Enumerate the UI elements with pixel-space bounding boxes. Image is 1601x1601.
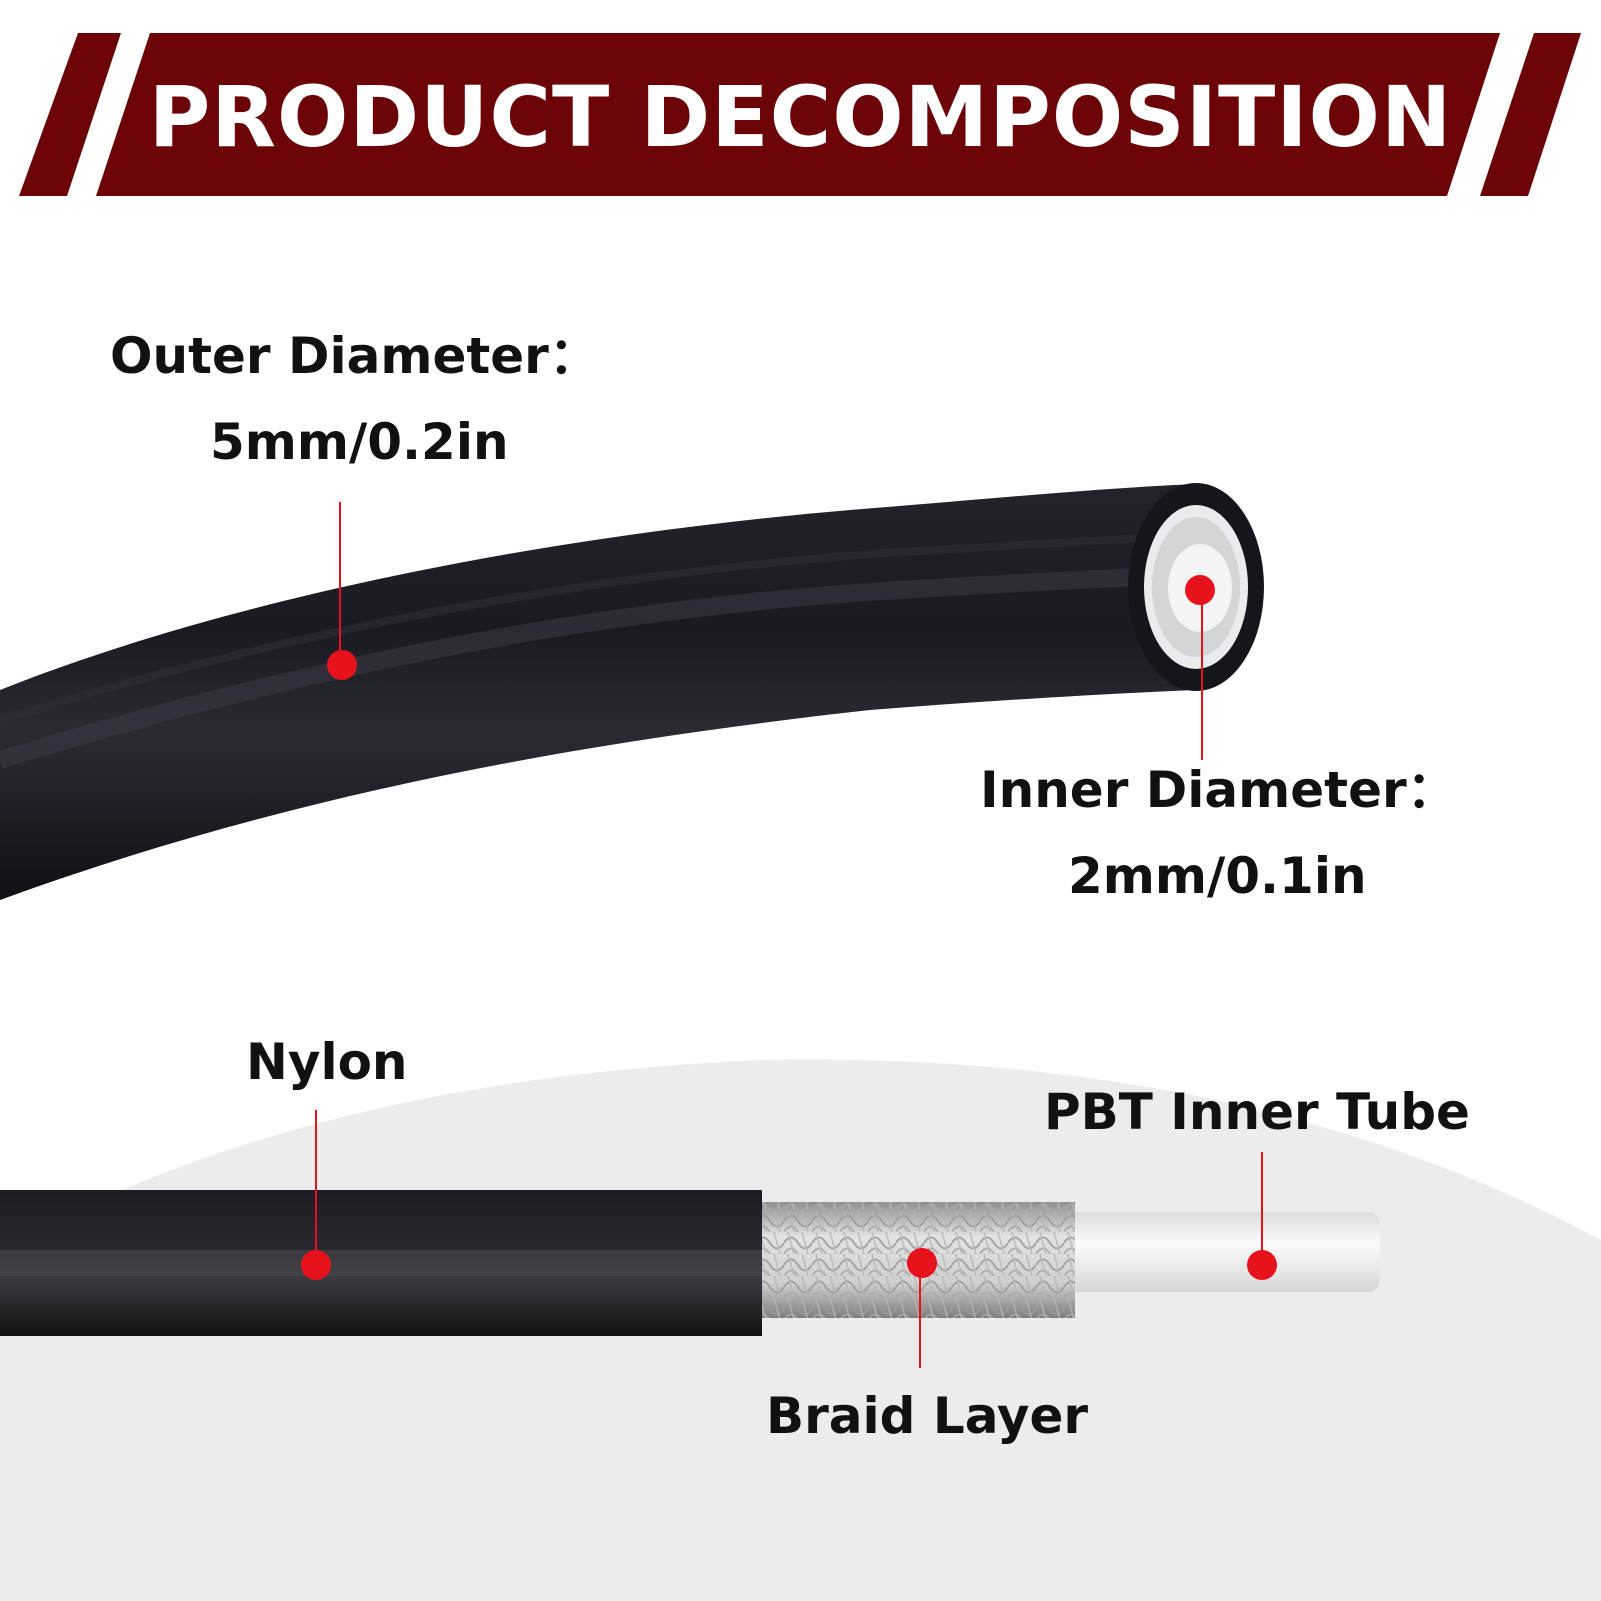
braid-layer-label: Braid Layer (766, 1387, 1089, 1445)
banner-stripe-right (1480, 33, 1581, 196)
page-title: PRODUCT DECOMPOSITION (148, 68, 1453, 166)
outer-diameter-label: Outer Diameter： (110, 327, 599, 385)
nylon-marker (301, 1250, 331, 1280)
inner-diameter-marker (1185, 575, 1215, 605)
nylon-label: Nylon (246, 1033, 408, 1091)
banner-main (96, 33, 1500, 196)
inner-diameter-label: Inner Diameter： (980, 761, 1457, 819)
banner-stripe-left (19, 33, 121, 196)
outer-diameter-value: 5mm/0.2in (210, 413, 509, 471)
pbt-tube-marker (1247, 1250, 1277, 1280)
inner-diameter-value: 2mm/0.1in (1068, 847, 1367, 905)
title-banner (19, 33, 1581, 196)
pbt-inner-tube-label: PBT Inner Tube (1044, 1083, 1470, 1141)
upper-hose (0, 483, 1264, 900)
outer-diameter-marker (327, 650, 357, 680)
inner-tube (1050, 1212, 1380, 1292)
callout-markers (301, 502, 1277, 1368)
braid-marker (907, 1248, 937, 1278)
